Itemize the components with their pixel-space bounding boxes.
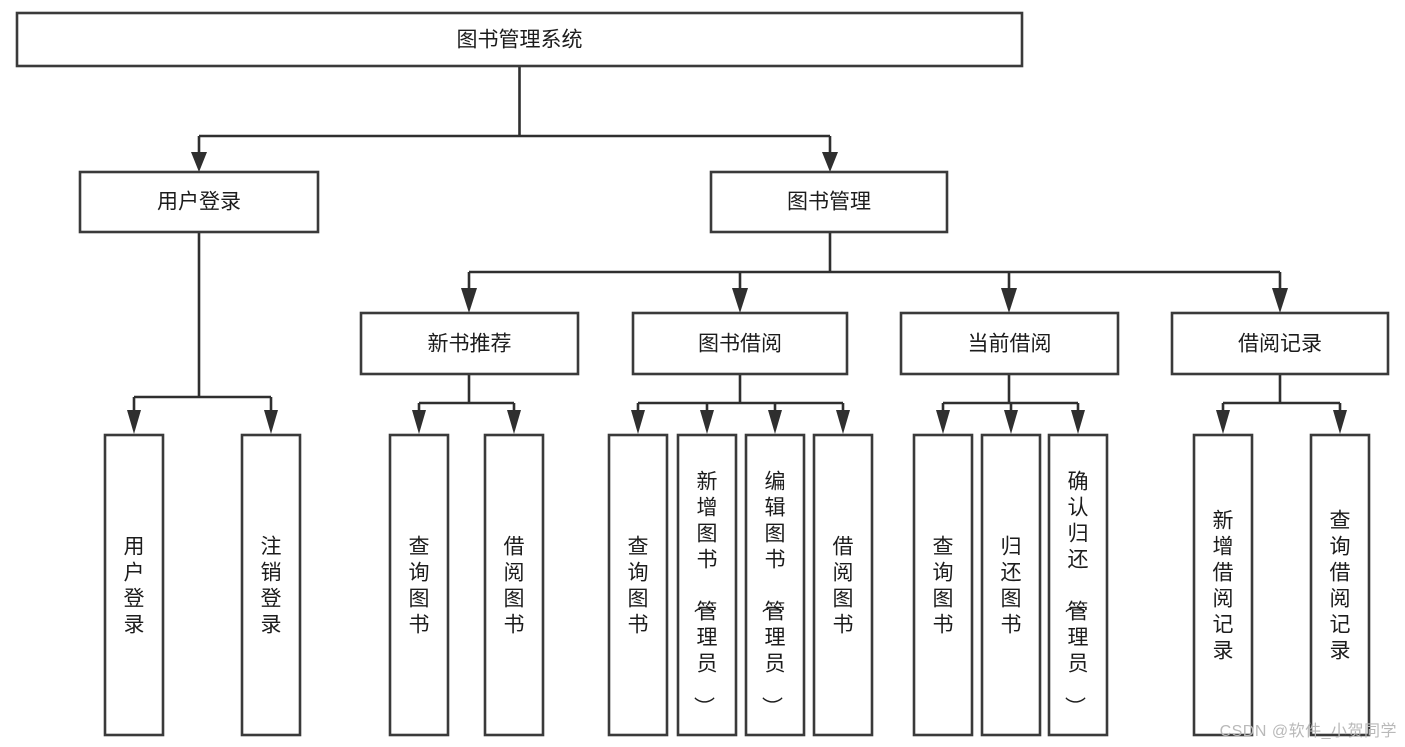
arrowhead-leaf12 — [1216, 410, 1230, 434]
node-leaf13-label: 查询借阅记录 — [1330, 509, 1351, 662]
arrowhead-leaf7 — [768, 410, 782, 434]
node-leaf13-box[interactable] — [1309, 433, 1371, 737]
node-leaf12-label: 新增借阅记录 — [1213, 509, 1234, 662]
node-leaf4[interactable]: 借阅图书 — [483, 433, 545, 737]
node-leaf10-box[interactable] — [980, 433, 1042, 737]
node-borrow-label: 图书借阅 — [698, 333, 782, 356]
node-leaf9-box[interactable] — [912, 433, 974, 737]
node-leaf9-label: 查询图书 — [933, 535, 954, 636]
node-leaf11-box[interactable] — [1047, 433, 1109, 737]
arrowhead-leaf9 — [936, 410, 950, 434]
arrowhead-leaf6 — [700, 410, 714, 434]
node-leaf6[interactable]: 新增图书（管理员） — [676, 433, 738, 737]
arrowhead-login — [191, 152, 207, 172]
arrowhead-records — [1272, 288, 1288, 313]
node-leaf5-box[interactable] — [607, 433, 669, 737]
node-leaf6-box[interactable] — [676, 433, 738, 737]
node-leaf2[interactable]: 注销登录 — [240, 433, 302, 737]
node-leaf6-label: 新增图书（管理员） — [692, 470, 718, 717]
node-bookmgmt[interactable]: 图书管理 — [709, 170, 949, 234]
arrowhead-leaf8 — [836, 410, 850, 434]
node-leaf12[interactable]: 新增借阅记录 — [1192, 433, 1254, 737]
node-leaf2-label: 注销登录 — [261, 535, 282, 636]
arrowhead-leaf2 — [264, 410, 278, 434]
node-leaf11[interactable]: 确认归还（管理员） — [1047, 433, 1109, 737]
node-leaf1-label: 用户登录 — [124, 535, 145, 636]
node-leaf7-box[interactable] — [744, 433, 806, 737]
node-leaf1-box[interactable] — [103, 433, 165, 737]
node-leaf8-label: 借阅图书 — [833, 535, 854, 636]
node-leaf11-label: 确认归还（管理员） — [1063, 470, 1089, 717]
node-current-box[interactable] — [899, 311, 1120, 376]
node-leaf1[interactable]: 用户登录 — [103, 433, 165, 737]
arrowhead-newbook — [461, 288, 477, 313]
node-leaf3-box[interactable] — [388, 433, 450, 737]
arrowhead-leaf1 — [127, 410, 141, 434]
node-login-label: 用户登录 — [157, 191, 241, 214]
arrowhead-leaf4 — [507, 410, 521, 434]
node-records-label: 借阅记录 — [1238, 333, 1322, 356]
node-leaf5-label: 查询图书 — [628, 535, 649, 636]
node-root-label: 图书管理系统 — [457, 29, 583, 52]
node-leaf12-box[interactable] — [1192, 433, 1254, 737]
csdn-watermark: CSDN @软件_小贺同学 — [1219, 723, 1397, 740]
node-current[interactable]: 当前借阅 — [899, 311, 1120, 376]
node-newbook-label: 新书推荐 — [428, 333, 512, 356]
arrowhead-borrow — [732, 288, 748, 313]
arrowhead-leaf5 — [631, 410, 645, 434]
node-bookmgmt-label: 图书管理 — [787, 191, 871, 214]
node-leaf10[interactable]: 归还图书 — [980, 433, 1042, 737]
node-leaf3-label: 查询图书 — [409, 535, 430, 636]
node-leaf7[interactable]: 编辑图书（管理员） — [744, 433, 806, 737]
arrowhead-leaf13 — [1333, 410, 1347, 434]
node-leaf8-box[interactable] — [812, 433, 874, 737]
node-newbook[interactable]: 新书推荐 — [359, 311, 580, 376]
node-leaf2-box[interactable] — [240, 433, 302, 737]
node-leaf10-label: 归还图书 — [1001, 535, 1022, 636]
connector-layer — [127, 66, 1347, 434]
arrowhead-leaf11 — [1071, 410, 1085, 434]
node-borrow[interactable]: 图书借阅 — [631, 311, 849, 376]
arrowhead-bookmgmt — [822, 152, 838, 172]
node-records-box[interactable] — [1170, 311, 1390, 376]
node-current-label: 当前借阅 — [968, 333, 1052, 356]
node-records[interactable]: 借阅记录 — [1170, 311, 1390, 376]
arrowhead-leaf3 — [412, 410, 426, 434]
node-leaf5[interactable]: 查询图书 — [607, 433, 669, 737]
node-newbook-box[interactable] — [359, 311, 580, 376]
node-root-box[interactable] — [15, 11, 1024, 68]
node-root[interactable]: 图书管理系统 — [15, 11, 1024, 68]
node-login[interactable]: 用户登录 — [78, 170, 320, 234]
node-leaf8[interactable]: 借阅图书 — [812, 433, 874, 737]
node-leaf3[interactable]: 查询图书 — [388, 433, 450, 737]
node-leaf9[interactable]: 查询图书 — [912, 433, 974, 737]
node-leaf4-label: 借阅图书 — [504, 535, 525, 636]
node-bookmgmt-box[interactable] — [709, 170, 949, 234]
arrowhead-leaf10 — [1004, 410, 1018, 434]
arrowhead-current — [1001, 288, 1017, 313]
node-login-box[interactable] — [78, 170, 320, 234]
node-borrow-box[interactable] — [631, 311, 849, 376]
node-leaf13[interactable]: 查询借阅记录 — [1309, 433, 1371, 737]
node-leaf4-box[interactable] — [483, 433, 545, 737]
node-leaf7-label: 编辑图书（管理员） — [760, 470, 786, 717]
